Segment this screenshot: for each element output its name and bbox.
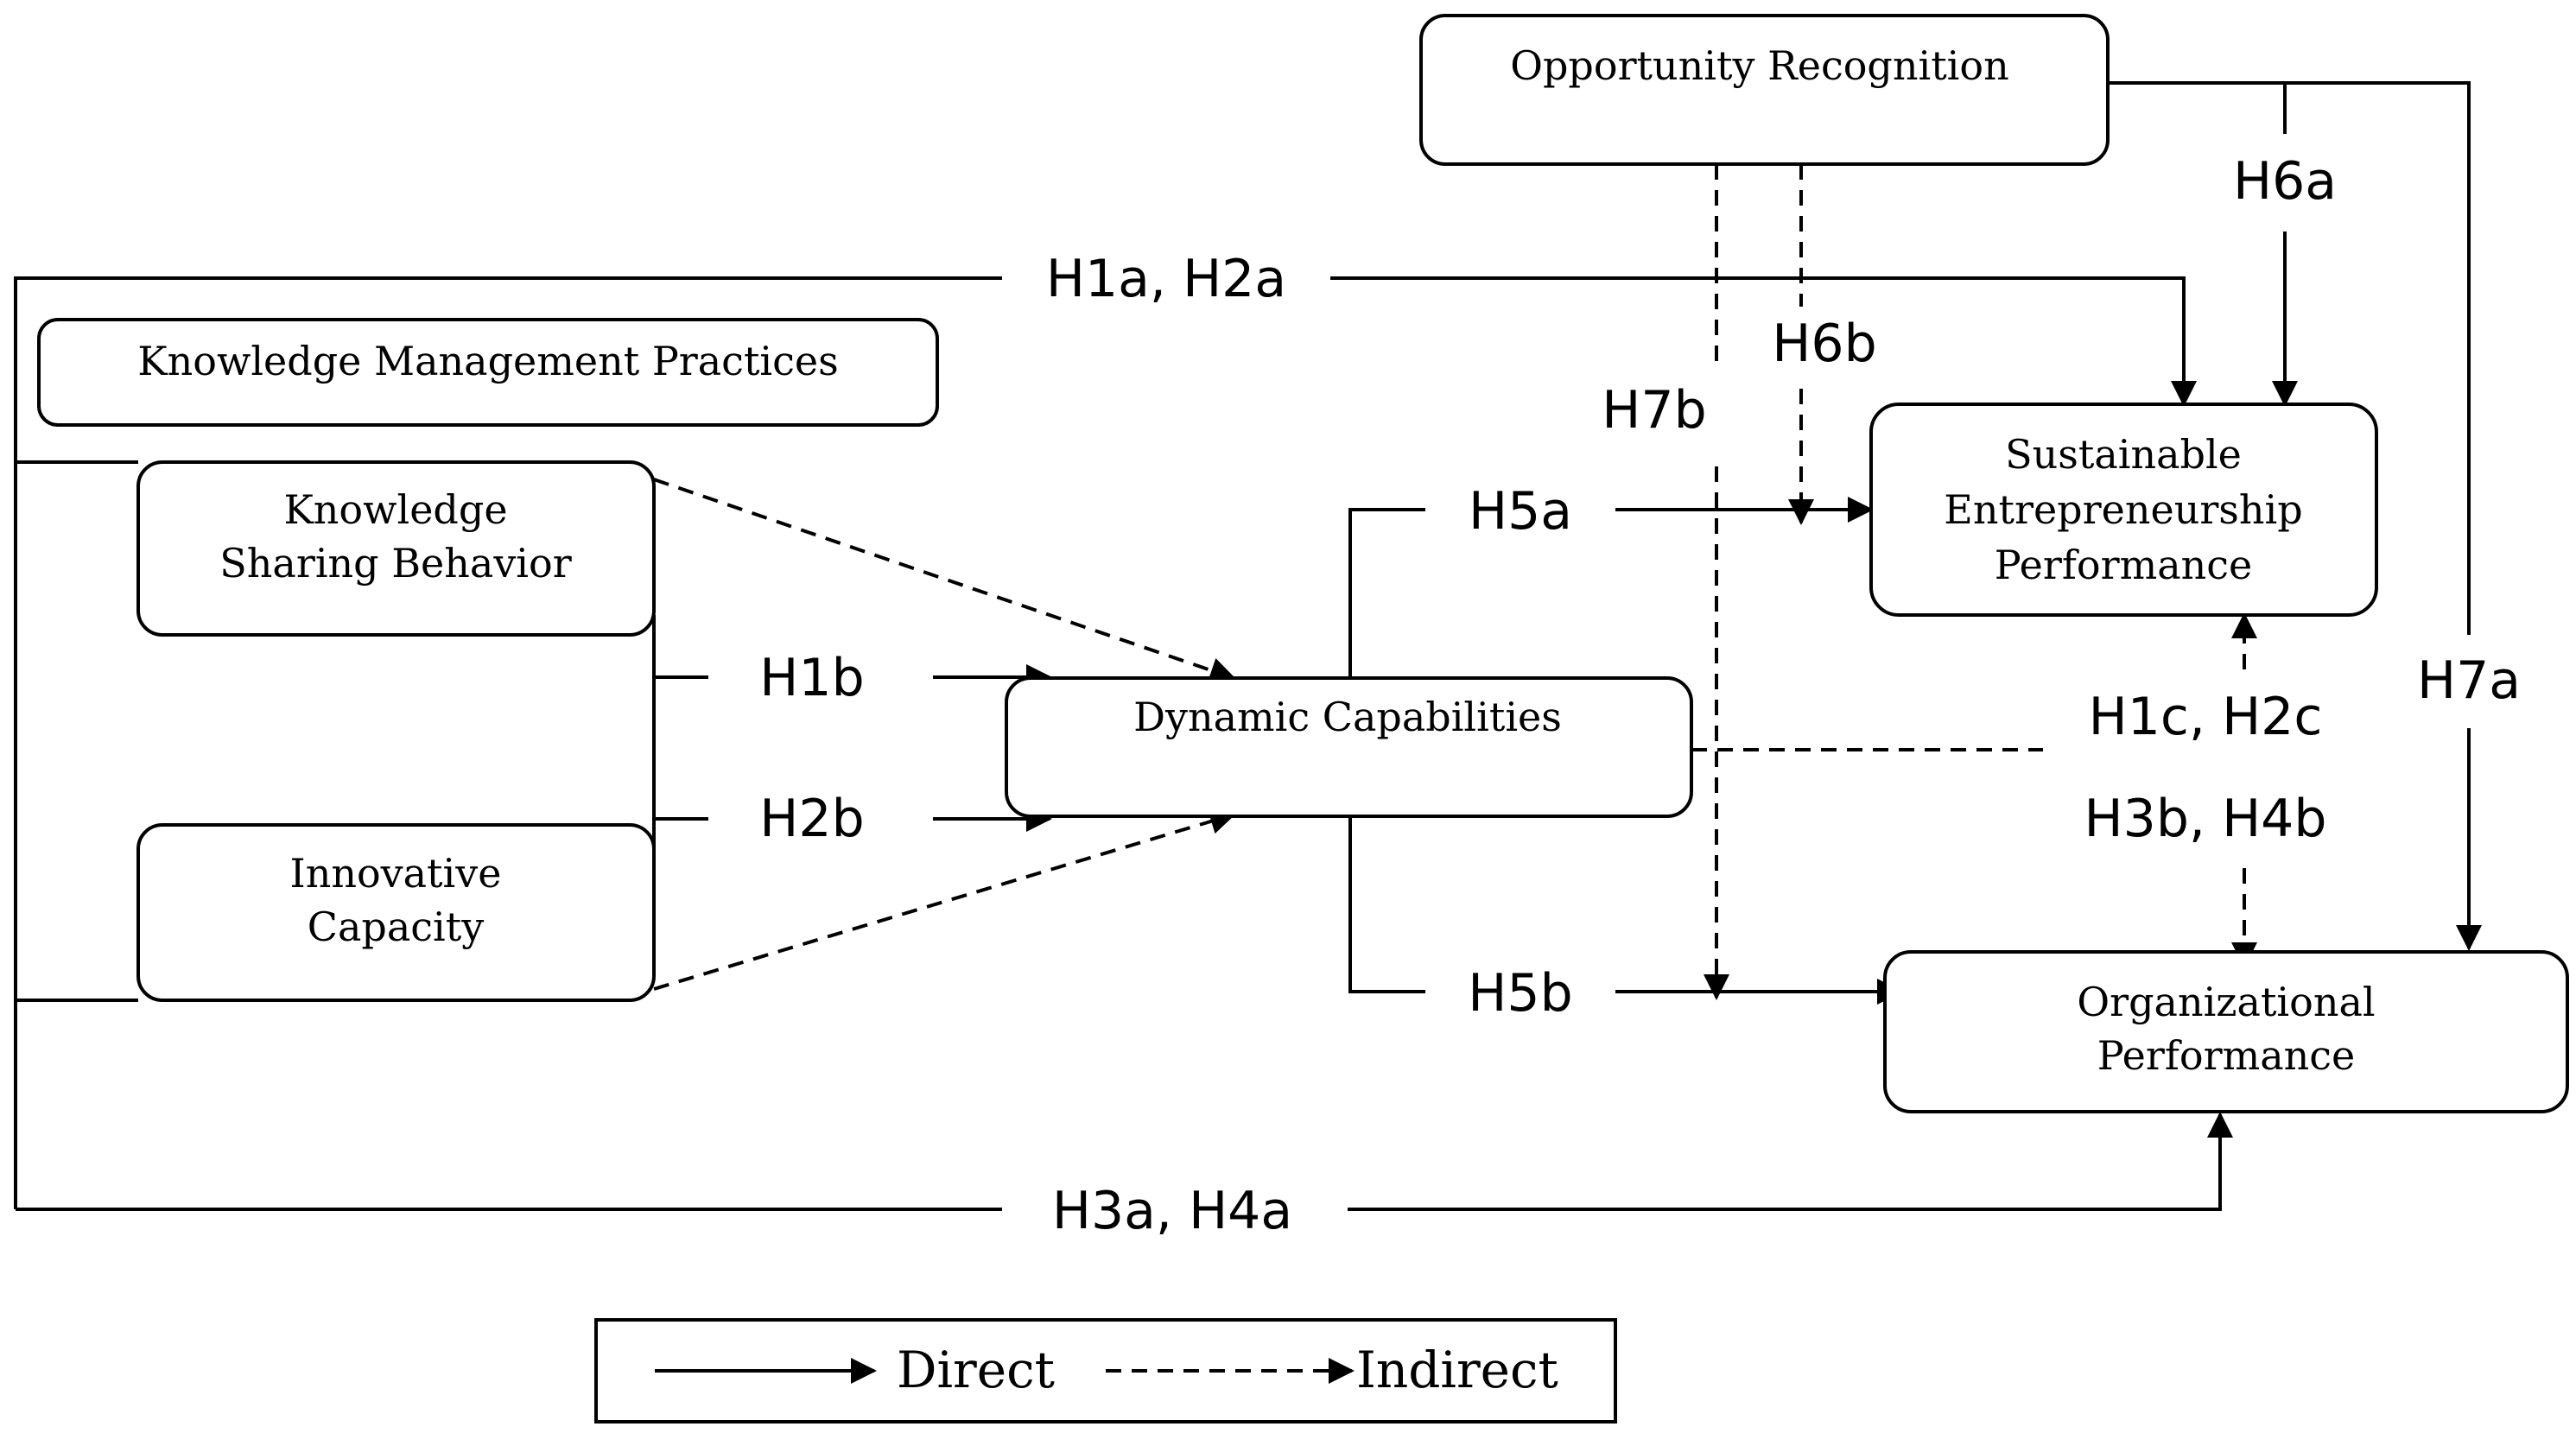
label-h1b: H1b xyxy=(759,648,864,708)
path-h7a-top xyxy=(2108,81,2471,635)
innovative-capacity-label-line1: Innovative xyxy=(290,850,502,897)
km-practices-label: Knowledge Management Practices xyxy=(137,338,838,384)
sep-label-line3: Performance xyxy=(1995,542,2252,588)
dynamic-capabilities-label: Dynamic Capabilities xyxy=(1133,694,1562,740)
label-h2b: H2b xyxy=(759,789,864,849)
label-h3b-h4b: H3b, H4b xyxy=(2084,789,2327,849)
connectors xyxy=(14,81,2482,1211)
sep-label-line2: Entrepreneurship xyxy=(1944,486,2302,533)
box-opportunity-recognition: Opportunity Recognition xyxy=(1419,14,2110,166)
path-h1a-h2a xyxy=(14,276,1002,1209)
label-h7a: H7a xyxy=(2417,650,2521,711)
legend-direct-label: Direct xyxy=(897,1341,1055,1399)
path-h5b-left xyxy=(1348,816,1425,993)
label-h5b: H5b xyxy=(1468,963,1572,1024)
sep-label-line1: Sustainable xyxy=(2005,431,2242,478)
label-h1c-h2c: H1c, H2c xyxy=(2089,687,2323,747)
hypothesis-labels: H1a, H2a H1b H2b H1c, H2c H3b, H4b H3a, … xyxy=(759,151,2521,1241)
legend: Direct Indirect xyxy=(594,1318,1617,1423)
path-h1a-h2a-right xyxy=(1330,276,2197,407)
knowledge-sharing-label-line2: Sharing Behavior xyxy=(219,540,571,587)
innovative-capacity-label-line2: Capacity xyxy=(308,904,484,950)
path-h5a-left xyxy=(1348,508,1425,678)
path-ic-dc-indirect xyxy=(653,808,1236,991)
label-h5a: H5a xyxy=(1469,481,1572,542)
box-dynamic-capabilities: Dynamic Capabilities xyxy=(1005,676,1693,818)
label-h1a-h2a: H1a, H2a xyxy=(1046,249,1286,309)
box-knowledge-sharing-behavior: Knowledge Sharing Behavior xyxy=(136,460,656,637)
legend-indirect-label: Indirect xyxy=(1356,1341,1558,1399)
box-organizational-performance: Organizational Performance xyxy=(1883,950,2569,1113)
label-h6a: H6a xyxy=(2233,151,2337,212)
op-label-line1: Organizational xyxy=(2077,979,2375,1025)
label-h3a-h4a: H3a, H4a xyxy=(1052,1181,1292,1241)
box-km-practices: Knowledge Management Practices xyxy=(37,318,939,427)
label-h7b: H7b xyxy=(1602,380,1706,441)
box-innovative-capacity: Innovative Capacity xyxy=(136,823,656,1002)
label-h6b: H6b xyxy=(1772,314,1876,374)
opportunity-recognition-label: Opportunity Recognition xyxy=(1510,42,2008,89)
knowledge-sharing-label-line1: Knowledge xyxy=(283,486,507,533)
path-h3a-h4a-right xyxy=(1348,1112,2233,1211)
op-label-line2: Performance xyxy=(2097,1032,2355,1079)
path-ksb-dc-indirect xyxy=(653,478,1236,683)
box-sustainable-entrepreneurship-performance: Sustainable Entrepreneurship Performance xyxy=(1869,403,2378,617)
